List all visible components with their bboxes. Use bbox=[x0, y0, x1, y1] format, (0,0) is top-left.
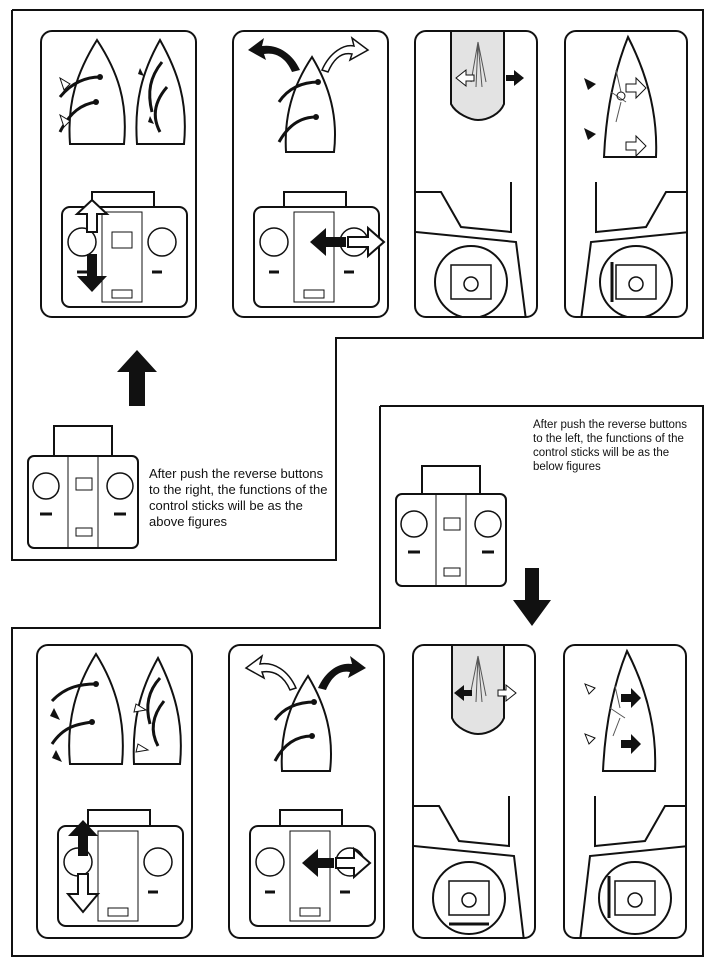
boat-hull-icon bbox=[58, 38, 126, 145]
panel-bottom-1 bbox=[36, 644, 193, 939]
panel-top-2 bbox=[232, 30, 389, 318]
arrow-right-icon bbox=[497, 683, 517, 703]
arrow-left-icon bbox=[302, 849, 334, 877]
curved-arrow-icon bbox=[320, 36, 370, 73]
transmitter-icon bbox=[27, 425, 139, 549]
arrow-right-icon bbox=[621, 688, 641, 708]
curved-arrow-icon bbox=[318, 656, 366, 690]
panel-bottom-4 bbox=[563, 644, 687, 939]
arrow-up-icon bbox=[117, 350, 157, 406]
transmitter-icon bbox=[253, 191, 380, 308]
transmitter-icon bbox=[580, 182, 686, 316]
arrow-right-icon bbox=[506, 70, 524, 86]
arrow-left-icon bbox=[584, 733, 596, 745]
rudder-icon bbox=[610, 69, 627, 123]
joystick-icon bbox=[434, 245, 508, 316]
boat-hull-icon bbox=[132, 655, 182, 765]
arrow-left-icon bbox=[584, 78, 596, 90]
rudder-icon bbox=[469, 655, 487, 703]
transmitter-icon bbox=[395, 465, 507, 587]
arrow-left-icon bbox=[584, 128, 596, 140]
arrow-left-icon bbox=[310, 228, 346, 256]
joystick-icon bbox=[432, 861, 506, 935]
arrow-down-icon bbox=[77, 254, 107, 292]
caption-right-reverse: After push the reverse buttons to the ri… bbox=[149, 466, 328, 529]
joystick-icon bbox=[599, 245, 673, 316]
transmitter-icon bbox=[249, 809, 376, 927]
panel-top-3 bbox=[414, 30, 538, 318]
rudder-icon bbox=[470, 41, 487, 88]
boat-hull-icon bbox=[584, 648, 657, 772]
arrow-left-icon bbox=[584, 683, 596, 695]
panel-top-1 bbox=[40, 30, 197, 318]
transmitter-icon bbox=[414, 796, 525, 937]
boat-hull-icon bbox=[584, 34, 658, 158]
joystick-icon bbox=[598, 861, 672, 935]
boat-hull-icon bbox=[277, 55, 337, 153]
boat-hull-icon bbox=[135, 37, 186, 145]
arrow-right-icon bbox=[625, 134, 647, 158]
boat-hull-icon bbox=[450, 32, 524, 122]
transmitter-icon bbox=[579, 796, 685, 937]
caption-left-reverse: After push the reverse buttons to the le… bbox=[533, 419, 688, 473]
arrow-right-icon bbox=[347, 225, 386, 259]
panel-top-4 bbox=[564, 30, 688, 318]
arrow-left-icon bbox=[454, 685, 472, 701]
arrow-down-icon bbox=[65, 873, 101, 914]
curved-arrow-icon bbox=[244, 654, 298, 691]
rudder-icon bbox=[609, 685, 626, 737]
panel-bottom-2 bbox=[228, 644, 385, 939]
boat-hull-icon bbox=[451, 646, 517, 736]
arrow-up-icon bbox=[68, 820, 98, 856]
curved-arrow-icon bbox=[248, 38, 300, 72]
arrow-down-icon bbox=[513, 568, 551, 626]
arrow-right-icon bbox=[335, 846, 372, 880]
boat-hull-icon bbox=[273, 674, 333, 772]
arrow-right-icon bbox=[621, 734, 641, 754]
boat-hull-icon bbox=[50, 652, 124, 765]
arrow-left-icon bbox=[455, 68, 475, 88]
arrow-right-icon bbox=[625, 76, 647, 100]
panel-bottom-3 bbox=[412, 644, 536, 939]
transmitter-icon bbox=[416, 182, 527, 316]
arrow-up-icon bbox=[74, 198, 110, 233]
